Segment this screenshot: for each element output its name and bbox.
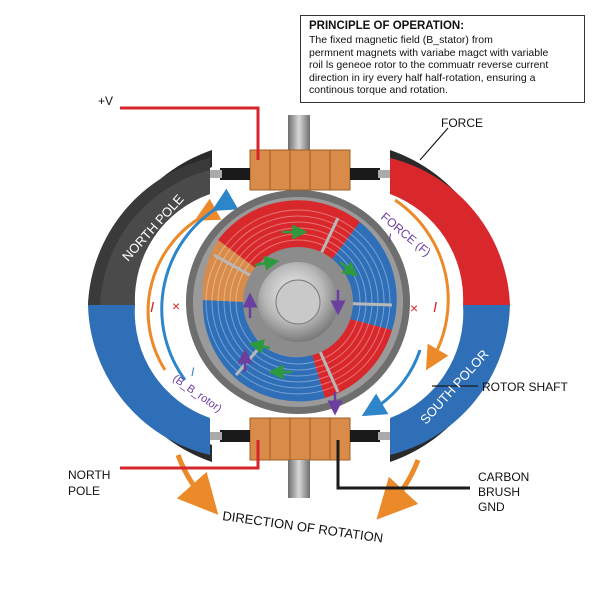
note-line: permnent magnets with variabe magct with… [309, 46, 549, 59]
force-leader [419, 127, 449, 161]
x-mark-left: × [172, 298, 180, 314]
rotor [186, 190, 410, 414]
current-label-inner-right: I [388, 231, 392, 245]
direction-arrow-left [175, 454, 219, 515]
x-mark-right: × [410, 300, 418, 316]
note-line: roil ls geneoe rotor to the commuatr rev… [309, 59, 549, 71]
carbon-brush-line: BRUSH [478, 485, 521, 499]
direction-of-rotation-label: DIRECTION OF ROTATION [222, 508, 385, 545]
green-force-arrows [248, 224, 358, 380]
positive-wire [120, 106, 260, 160]
note-line: The fixed magnetic field (B_stator) from [309, 34, 493, 46]
ground-wire [336, 440, 470, 490]
note-line: direction in iry every half half-rotatio… [309, 71, 536, 84]
direction-arrow-right [376, 459, 421, 520]
carbon-brush-line: GND [478, 500, 505, 514]
purple-force-arrows [237, 290, 346, 416]
top-commutator-assembly [210, 115, 390, 191]
right-stator-magnet [390, 150, 510, 462]
current-label-inner-left: I [191, 365, 195, 379]
north-pole-line: NORTH [68, 468, 111, 482]
blue-rotation-arc-right [361, 349, 422, 417]
plus-v-label: +V [98, 94, 114, 108]
left-stator-magnet [88, 150, 212, 462]
note-line: continous torque and rotation. [309, 84, 448, 96]
orange-rotation-arc-left [146, 198, 222, 371]
principle-of-operation-box: PRINCIPLE OF OPERATION: The fixed magnet… [300, 15, 585, 103]
note-title: PRINCIPLE OF OPERATION: [309, 20, 465, 32]
blue-rotation-arc-left [160, 188, 239, 381]
north-pole-line: POLE [68, 484, 101, 498]
rotor-shaft-label: ROTOR SHAFT [482, 380, 568, 394]
current-label-left: I [150, 299, 154, 316]
orange-rotation-arc-right [394, 198, 450, 371]
carbon-brush-label: CARBON BRUSH GND [478, 470, 529, 515]
bottom-commutator-assembly [210, 417, 390, 498]
force-label: FORCE [441, 116, 483, 130]
current-label-right: I [433, 299, 437, 316]
north-pole-label: NORTH POLE [68, 467, 110, 499]
carbon-brush-line: CARBON [478, 470, 530, 484]
negative-wire [120, 440, 260, 470]
